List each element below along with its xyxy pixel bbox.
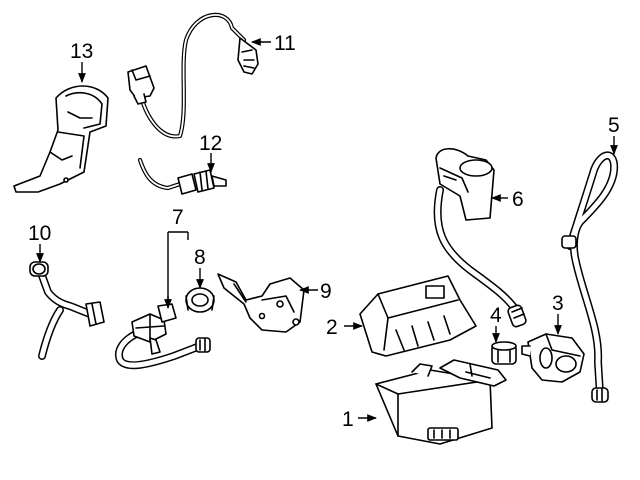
part-7-purge-valve xyxy=(115,303,211,370)
callout-6: 6 xyxy=(512,188,524,211)
callout-10: 10 xyxy=(28,222,51,245)
callout-3: 3 xyxy=(552,292,564,315)
leader-7 xyxy=(167,231,189,306)
callout-9: 9 xyxy=(320,280,332,303)
part-5-purge-hose xyxy=(561,151,619,403)
part-4-fitting xyxy=(491,341,517,365)
part-8-grommet xyxy=(185,287,215,313)
part-6-solenoid-valve xyxy=(433,147,527,328)
callout-2: 2 xyxy=(326,316,338,339)
callout-13: 13 xyxy=(70,40,93,63)
callout-labels: 13 11 12 10 7 8 9 6 5 3 4 2 1 xyxy=(28,32,620,431)
callout-12: 12 xyxy=(199,132,222,155)
callout-7: 7 xyxy=(172,206,184,229)
callout-4: 4 xyxy=(490,304,502,327)
part-2-canister-shield xyxy=(359,275,477,357)
part-3-leak-detection-pump xyxy=(521,333,585,383)
callout-11: 11 xyxy=(274,32,296,55)
callout-leaders xyxy=(36,38,618,422)
part-10-vent-hose xyxy=(29,261,105,360)
part-13-heat-shield xyxy=(13,85,109,193)
callout-8: 8 xyxy=(194,246,206,269)
part-9-bracket xyxy=(217,273,305,333)
callout-1: 1 xyxy=(342,408,354,431)
part-1-charcoal-canister xyxy=(375,359,507,445)
part-11-oxygen-sensor xyxy=(127,12,259,139)
callout-5: 5 xyxy=(608,114,620,137)
part-12-oxygen-sensor xyxy=(137,157,227,195)
